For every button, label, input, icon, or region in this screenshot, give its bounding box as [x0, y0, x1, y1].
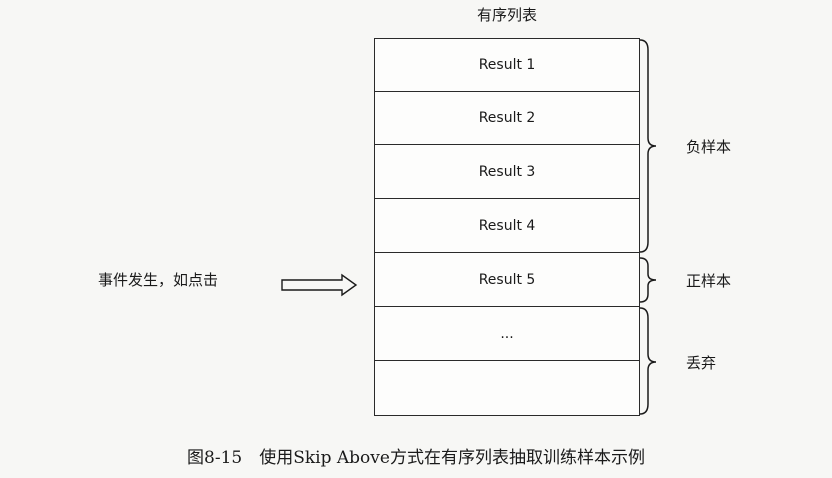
list-row-2: Result 2 [375, 92, 639, 145]
list-row-3: Result 3 [375, 146, 639, 199]
group-braces [639, 39, 657, 415]
list-row-4: Result 4 [375, 200, 639, 253]
event-label: 事件发生，如点击 [98, 271, 219, 289]
list-row-5: Result 5 [375, 254, 639, 307]
negative-brace [639, 39, 657, 253]
figure-caption: 图8-15 使用Skip Above方式在有序列表抽取训练样本示例 [187, 448, 645, 468]
discard-label: 丢弃 [686, 354, 717, 372]
right-arrow-icon [281, 273, 358, 297]
discard-brace [639, 307, 657, 415]
list-row-1: Result 1 [375, 39, 639, 92]
list-row-ellipsis: ... [375, 308, 639, 361]
positive-brace [639, 257, 657, 303]
ordered-list: Result 1 Result 2 Result 3 Result 4 Resu… [374, 38, 640, 416]
list-row-empty [375, 362, 639, 415]
negative-samples-label: 负样本 [686, 138, 732, 156]
positive-samples-label: 正样本 [686, 272, 732, 290]
list-title: 有序列表 [476, 6, 537, 24]
